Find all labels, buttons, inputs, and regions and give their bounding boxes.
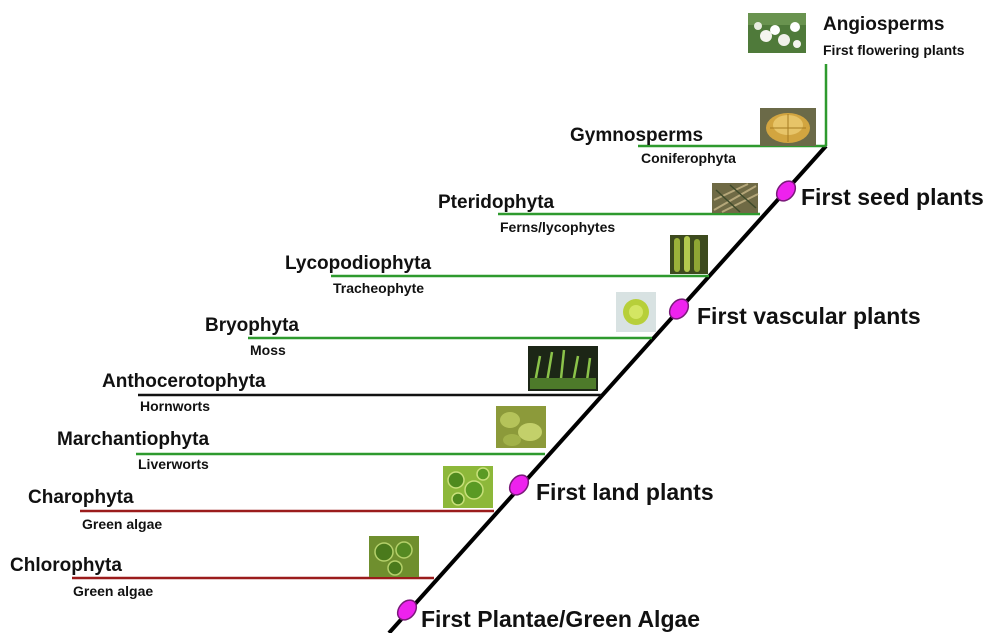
milestone-first-plantae: First Plantae/Green Algae (394, 596, 700, 632)
branch-charophyta: Charophyta Green algae (28, 466, 494, 532)
hornwort-photo (528, 346, 598, 391)
branch-marchantiophyta: Marchantiophyta Liverworts (57, 406, 546, 472)
gymnosperms-name: Gymnosperms (570, 125, 703, 146)
marchantiophyta-name: Marchantiophyta (57, 429, 209, 450)
marchantiophyta-subtitle: Liverworts (138, 456, 209, 472)
angiosperms-subtitle: First flowering plants (823, 42, 965, 58)
fern-photo (712, 183, 758, 213)
milestone-first-vascular: First vascular plants (666, 295, 921, 329)
lycopodiophyta-subtitle: Tracheophyte (333, 280, 424, 296)
milestone-label-land: First land plants (536, 479, 714, 505)
charophyta-name: Charophyta (28, 487, 134, 508)
chlorophyta-subtitle: Green algae (73, 583, 153, 599)
anthocerotophyta-subtitle: Hornworts (140, 398, 210, 414)
angiosperms-name: Angiosperms (823, 14, 944, 35)
milestone-first-seed: First seed plants (773, 177, 984, 210)
flowers-photo (748, 13, 806, 53)
branch-anthocerotophyta: Anthocerotophyta Hornworts (102, 346, 601, 414)
branch-lycopodiophyta: Lycopodiophyta Tracheophyte (285, 235, 709, 296)
green-algae-cells-photo (369, 536, 419, 577)
branch-gymnosperms: Gymnosperms Coniferophyta (570, 108, 826, 166)
bryophyta-name: Bryophyta (205, 315, 299, 336)
bryophyta-subtitle: Moss (250, 342, 286, 358)
milestone-first-land: First land plants (506, 471, 714, 505)
lycopod-photo (670, 235, 708, 274)
branch-chlorophyta: Chlorophyta Green algae (10, 536, 434, 599)
chlorophyta-name: Chlorophyta (10, 555, 122, 576)
anthocerotophyta-name: Anthocerotophyta (102, 371, 266, 392)
charophyta-subtitle: Green algae (82, 516, 162, 532)
lycopodiophyta-name: Lycopodiophyta (285, 253, 431, 274)
cone-photo (760, 108, 816, 146)
milestone-label-plantae: First Plantae/Green Algae (421, 606, 700, 632)
charophyta-cells-photo (443, 466, 493, 508)
moss-photo (616, 292, 656, 332)
liverwort-photo (496, 406, 546, 448)
branch-pteridophyta: Pteridophyta Ferns/lycophytes (438, 183, 760, 235)
pteridophyta-subtitle: Ferns/lycophytes (500, 219, 615, 235)
pteridophyta-name: Pteridophyta (438, 192, 555, 213)
gymnosperms-subtitle: Coniferophyta (641, 150, 736, 166)
milestone-label-seed: First seed plants (801, 184, 984, 210)
milestone-label-vascular: First vascular plants (697, 303, 921, 329)
